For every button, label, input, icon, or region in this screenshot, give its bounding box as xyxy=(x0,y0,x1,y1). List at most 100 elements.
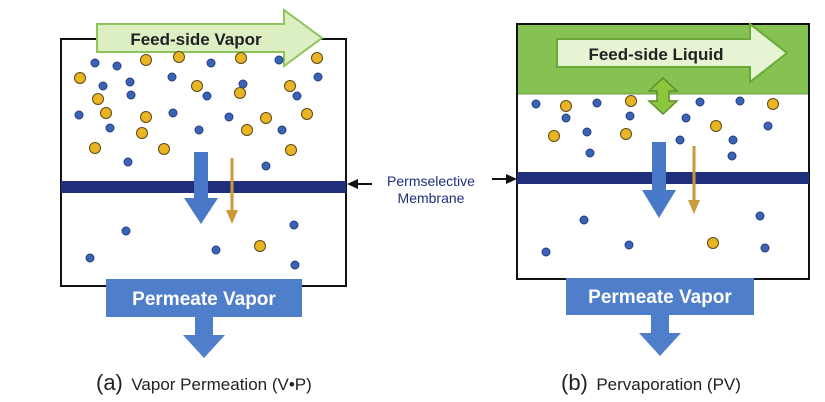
membrane-label-group: Permselective Membrane xyxy=(347,173,517,206)
gold-particle xyxy=(234,87,246,99)
gold-particle xyxy=(260,112,272,124)
blue-particle xyxy=(261,161,271,171)
membrane-label-line2: Membrane xyxy=(398,190,465,206)
caption-text-a: Vapor Permeation (V•P) xyxy=(131,375,311,394)
blue-particle xyxy=(126,90,136,100)
blue-particle xyxy=(211,245,221,255)
blue-particle xyxy=(123,157,133,167)
blue-particle xyxy=(675,135,685,145)
membrane-label-line1: Permselective xyxy=(387,173,475,189)
permeate-particles-a xyxy=(85,220,300,270)
gold-particle xyxy=(285,144,297,156)
gold-particle xyxy=(284,80,296,92)
gold-particle xyxy=(74,72,86,84)
gold-particle xyxy=(100,107,112,119)
blue-flow-arrow-a xyxy=(184,152,218,224)
gold-flow-arrow-a xyxy=(226,158,238,224)
blue-particle xyxy=(105,123,115,133)
caption-letter-a: (a) xyxy=(96,370,123,395)
feed-vapor-arrow-shape xyxy=(96,8,324,68)
permeate-particles-b xyxy=(541,211,770,257)
gold-particle xyxy=(710,120,722,132)
blue-particle xyxy=(695,97,705,107)
blue-particle xyxy=(760,243,770,253)
blue-particle xyxy=(274,55,284,65)
blue-particle xyxy=(90,58,100,68)
blue-particle xyxy=(277,125,287,135)
gold-particle xyxy=(241,124,253,136)
permeate-vapor-label-b: Permeate Vapor xyxy=(588,287,732,308)
blue-particle xyxy=(206,58,216,68)
gold-particle xyxy=(89,142,101,154)
blue-particle xyxy=(755,211,765,221)
blue-particle xyxy=(531,99,541,109)
blue-particle xyxy=(98,81,108,91)
gold-particle xyxy=(191,80,203,92)
gold-particle xyxy=(620,128,632,140)
gold-particle xyxy=(173,51,185,63)
outlet-arrow-a xyxy=(183,317,225,358)
gold-particle xyxy=(158,143,170,155)
permeate-vapor-label-a: Permeate Vapor xyxy=(132,289,276,310)
feed-particles-b xyxy=(531,95,779,161)
blue-particle xyxy=(585,148,595,158)
gold-particle xyxy=(140,54,152,66)
blue-particle xyxy=(625,111,635,121)
gold-particle xyxy=(136,127,148,139)
gold-particle xyxy=(140,111,152,123)
blue-particle xyxy=(112,61,122,71)
permeate-box-b xyxy=(566,278,754,315)
gold-particle xyxy=(254,240,266,252)
blue-particle xyxy=(167,72,177,82)
blue-particle xyxy=(728,135,738,145)
gold-particle xyxy=(625,95,637,107)
permeate-box-a xyxy=(106,279,302,317)
blue-particle xyxy=(121,226,131,236)
gold-particle xyxy=(767,98,779,110)
blue-particle xyxy=(763,121,773,131)
gold-particle xyxy=(311,52,323,64)
feed-vapor-label: Feed-side Vapor xyxy=(130,30,262,49)
gold-particle xyxy=(548,130,560,142)
blue-particle xyxy=(85,253,95,263)
blue-particle xyxy=(224,112,234,122)
gold-particle xyxy=(235,52,247,64)
blue-particle xyxy=(582,127,592,137)
blue-particle xyxy=(541,247,551,257)
feed-liquid-arrow: Feed-side Liquid xyxy=(556,21,789,85)
blue-particle xyxy=(74,110,84,120)
gold-flow-arrow-b xyxy=(688,146,700,214)
blue-particle xyxy=(168,108,178,118)
double-arrow-b xyxy=(647,76,679,116)
blue-particle xyxy=(681,113,691,123)
caption-b: (b) Pervaporation (PV) xyxy=(561,370,741,395)
blue-particle xyxy=(290,260,300,270)
blue-flow-arrow-b xyxy=(642,142,676,218)
gold-particle xyxy=(301,108,313,120)
feed-vapor-arrow: Feed-side Vapor xyxy=(96,8,324,68)
feed-particles-a xyxy=(74,51,323,171)
blue-particle xyxy=(125,77,135,87)
feed-liquid-arrow-shape xyxy=(556,21,789,85)
caption-a: (a) Vapor Permeation (V•P) xyxy=(96,370,312,395)
blue-particle xyxy=(289,220,299,230)
gold-particle xyxy=(707,237,719,249)
blue-particle xyxy=(238,79,248,89)
blue-particle xyxy=(202,91,212,101)
blue-particle xyxy=(735,96,745,106)
caption-letter-b: (b) xyxy=(561,370,588,395)
blue-particle xyxy=(313,72,323,82)
blue-particle xyxy=(624,240,634,250)
blue-particle xyxy=(194,125,204,135)
caption-text-b: Pervaporation (PV) xyxy=(596,375,741,394)
blue-particle xyxy=(292,91,302,101)
gold-particle xyxy=(92,93,104,105)
gold-particle xyxy=(560,100,572,112)
outlet-arrow-b xyxy=(639,315,681,356)
panel-pervaporation: Feed-side Liquid Permeate Vapor xyxy=(516,21,810,395)
panel-vapor-permeation: Feed-side Vapor Permeate Vapor (a) V xyxy=(60,8,347,395)
blue-particle xyxy=(579,215,589,225)
blue-particle xyxy=(592,98,602,108)
blue-particle xyxy=(727,151,737,161)
